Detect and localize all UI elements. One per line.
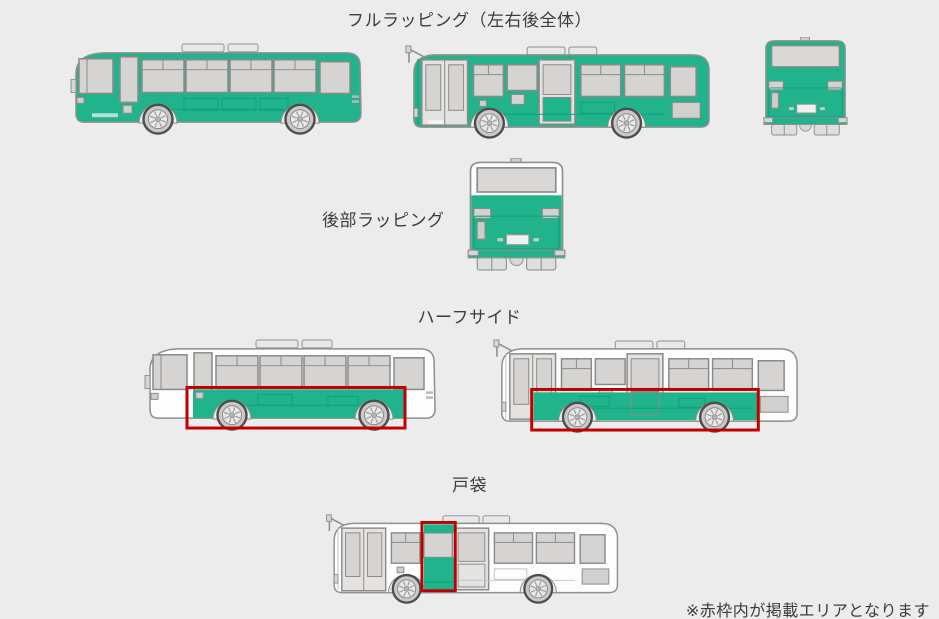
rear-wrap-section-title: 後部ラッピング — [322, 211, 445, 231]
door-pocket-section-title: 戸袋 — [452, 476, 487, 496]
bus-side-view-half-side-wrap-illustration — [138, 336, 446, 431]
bus-rear-view-rear-wrap-illustration — [466, 158, 567, 271]
bus-side-view-full-wrap-illustration — [64, 40, 372, 135]
half-side-section-title: ハーフサイド — [417, 308, 522, 328]
bus-door-side-view-full-wrap-illustration — [396, 43, 718, 139]
bus-rear-view-full-wrap-illustration — [762, 37, 849, 136]
red-frame-footnote: ※赤枠内が掲載エリアとなります — [685, 601, 930, 619]
full-wrap-section-title: フルラッピング（左右後全体） — [347, 11, 592, 31]
bus-door-side-view-door-pocket-wrap-illustration — [317, 512, 626, 604]
bus-door-side-view-half-side-wrap-illustration — [484, 337, 806, 433]
